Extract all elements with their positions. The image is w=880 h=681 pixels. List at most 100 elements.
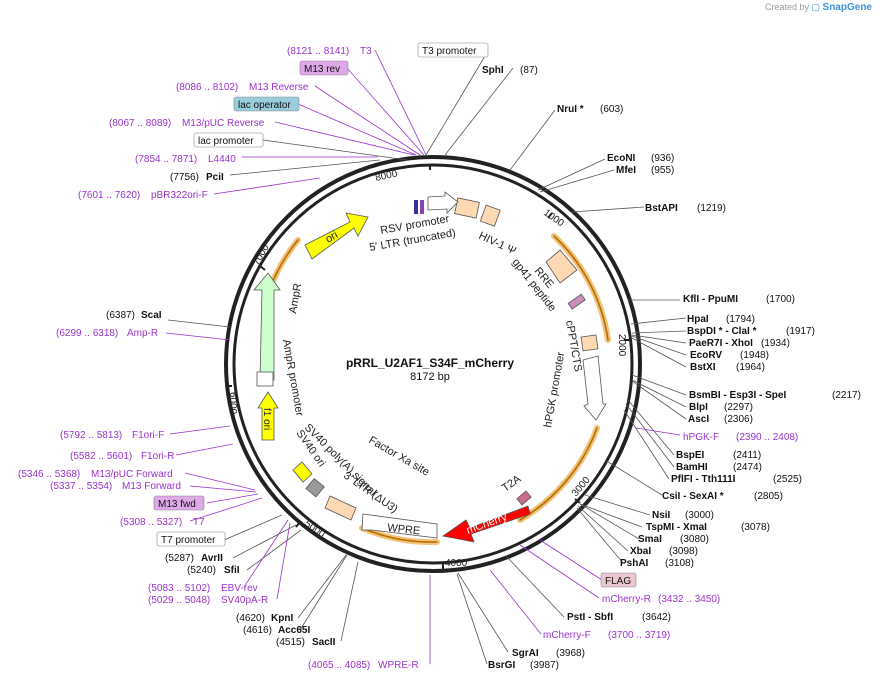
site-scai[interactable]: (6387)ScaI (106, 310, 162, 321)
feature-3ltr[interactable] (324, 495, 357, 521)
svg-text:M13 rev: M13 rev (304, 64, 340, 75)
site-m13forward[interactable]: (5337 .. 5354)M13 Forward (50, 481, 181, 492)
site-bstxi[interactable]: BstXI (1964) (690, 362, 765, 373)
svg-text:(5029 .. 5048): (5029 .. 5048) (148, 595, 210, 606)
site-m13pucf[interactable]: (5346 .. 5368)M13/pUC Forward (18, 469, 173, 480)
site-xbai[interactable]: XbaI(3098) (630, 546, 698, 557)
feature-ampr-promoter[interactable] (256, 371, 274, 387)
site-asci[interactable]: AscI(2306) (688, 414, 753, 425)
feature-ampr[interactable] (253, 272, 281, 381)
feature-lac-operator[interactable] (414, 200, 418, 214)
svg-text:(3642): (3642) (642, 612, 671, 623)
svg-text:F1ori-F: F1ori-F (132, 430, 164, 441)
site-labels: SphI(87) NruI *(603) EcoNI(936) MfeI(955… (18, 42, 861, 671)
svg-text:BsrGI: BsrGI (488, 660, 515, 671)
site-mfei[interactable]: MfeI(955) (616, 165, 674, 176)
site-flag[interactable]: FLAG (600, 572, 637, 588)
svg-text:F1ori-R: F1ori-R (141, 451, 174, 462)
site-mcherryf[interactable]: mCherry-F(3700 .. 3719) (543, 630, 670, 641)
site-paer7i[interactable]: PaeR7I - XhoI(1934) (689, 338, 790, 349)
feature-t2a[interactable] (516, 490, 532, 506)
site-pcii[interactable]: (7756)PciI (170, 172, 224, 183)
svg-text:AscI: AscI (688, 414, 709, 425)
site-m13rev[interactable]: M13 rev (299, 60, 349, 76)
site-nrui[interactable]: NruI *(603) (557, 104, 623, 115)
site-t7prom[interactable]: T7 promoter (156, 531, 226, 547)
site-ebvrev[interactable]: (5083 .. 5102)EBV-rev (148, 583, 258, 594)
feature-mcherry[interactable] (441, 505, 531, 543)
site-l4440[interactable]: (7854 .. 7871)L4440 (135, 154, 236, 165)
svg-text:EBV-rev: EBV-rev (221, 583, 258, 594)
site-f1orir[interactable]: (5582 .. 5601)F1ori-R (70, 451, 174, 462)
site-acc65i[interactable]: (4616)Acc65I (243, 625, 310, 636)
site-lacop[interactable]: lac operator (233, 96, 300, 112)
site-tspmi[interactable]: TspMI - XmaI(3078) (646, 522, 770, 533)
svg-text:Acc65I: Acc65I (278, 625, 310, 636)
feature-gp41[interactable] (567, 293, 586, 310)
feature-sv40-polya[interactable] (305, 477, 325, 498)
site-csii[interactable]: CsiI - SexAI *(2805) (662, 491, 783, 502)
svg-text:(1964): (1964) (736, 362, 765, 373)
site-sv40par[interactable]: (5029 .. 5048)SV40pA-R (148, 595, 268, 606)
feature-hiv-psi[interactable] (479, 204, 501, 227)
site-t7[interactable]: (5308 .. 5327)T7 (120, 517, 205, 528)
site-hpai[interactable]: HpaI(1794) (687, 314, 755, 325)
site-ampr[interactable]: (6299 .. 6318)Amp-R (56, 328, 158, 339)
site-t3[interactable]: (8121 .. 8141)T3 (287, 46, 372, 57)
svg-text:FLAG: FLAG (605, 576, 631, 587)
site-sphi[interactable]: SphI(87) (482, 65, 538, 76)
site-bsrgi[interactable]: BsrGI(3987) (488, 660, 559, 671)
site-sgrai[interactable]: SgrAI(3968) (512, 648, 585, 659)
site-pshai[interactable]: PshAI(3108) (620, 558, 694, 569)
svg-text:(1700): (1700) (766, 294, 795, 305)
site-lacprom[interactable]: lac promoter (193, 132, 264, 148)
site-kfli[interactable]: KflI - PpuMI(1700) (683, 294, 795, 305)
backbone-inner (232, 163, 634, 565)
site-bsmbi[interactable]: BsmBI - Esp3I - SpeI(2217) (689, 390, 861, 401)
svg-text:BstXI: BstXI (690, 362, 716, 373)
site-f1orif[interactable]: (5792 .. 5813) F1ori-F (60, 430, 164, 441)
svg-text:XbaI: XbaI (630, 546, 651, 557)
feature-ori[interactable] (304, 212, 369, 260)
site-sacii[interactable]: (4515)SacII (276, 637, 336, 648)
site-pbr322[interactable]: (7601 .. 7620)pBR322ori-F (78, 190, 208, 201)
svg-text:M13 Reverse: M13 Reverse (249, 82, 309, 93)
svg-text:BlpI: BlpI (689, 402, 708, 413)
site-m13pucrev[interactable]: (8067 .. 8089)M13/pUC Reverse (109, 118, 265, 129)
site-kpni[interactable]: (4620)KpnI (236, 613, 293, 624)
site-wprer[interactable]: (4065 .. 4085)WPRE-R (308, 660, 419, 671)
site-bspei[interactable]: BspEI(2411) (676, 450, 761, 461)
feature-m13-rev[interactable] (420, 200, 424, 214)
site-m13fwd[interactable]: M13 fwd (153, 495, 205, 511)
feature-5ltr[interactable] (454, 197, 480, 219)
feature-sv40-ori[interactable] (292, 461, 313, 483)
site-bstapi[interactable]: BstAPI(1219) (645, 203, 726, 214)
feature-rsv-promoter[interactable] (427, 191, 459, 214)
site-smai[interactable]: SmaI(3080) (638, 534, 709, 545)
site-econi[interactable]: EcoNI(936) (607, 153, 674, 164)
svg-text:(603): (603) (600, 104, 623, 115)
feature-f1-ori[interactable] (257, 391, 279, 441)
site-bspdi[interactable]: BspDI * - ClaI *(1917) (687, 326, 815, 337)
svg-text:M13 fwd: M13 fwd (158, 499, 196, 510)
site-sfii[interactable]: (5240)SfiI (187, 565, 240, 576)
site-t3prom[interactable]: T3 promoter (417, 42, 489, 58)
site-ecorv[interactable]: EcoRV(1948) (690, 350, 769, 361)
site-blpi[interactable]: BlpI(2297) (689, 402, 753, 413)
site-hpgkf[interactable]: hPGK-F(2390 .. 2408) (683, 432, 798, 443)
feature-cppt[interactable] (580, 334, 599, 352)
svg-text:(1948): (1948) (740, 350, 769, 361)
site-avrii[interactable]: (5287)AvrII (165, 553, 223, 564)
site-psti[interactable]: PstI - SbfI(3642) (567, 612, 671, 623)
site-m13reverse[interactable]: (8086 .. 8102)M13 Reverse (176, 82, 309, 93)
site-nsii[interactable]: NsiI(3000) (652, 510, 714, 521)
feature-wpre[interactable] (361, 513, 438, 539)
site-mcherryr[interactable]: mCherry-R(3432 .. 3450) (602, 594, 720, 605)
feature-hpgk-promoter[interactable] (582, 355, 607, 421)
site-pflfi[interactable]: PflFI - Tth111I(2525) (671, 474, 802, 485)
feature-rre[interactable] (545, 249, 578, 284)
svg-text:(5792 .. 5813): (5792 .. 5813) (60, 430, 122, 441)
site-bamhi[interactable]: BamHI(2474) (676, 462, 762, 473)
attribution-prefix: Created by (764, 2, 809, 12)
svg-text:T7 promoter: T7 promoter (161, 535, 216, 546)
